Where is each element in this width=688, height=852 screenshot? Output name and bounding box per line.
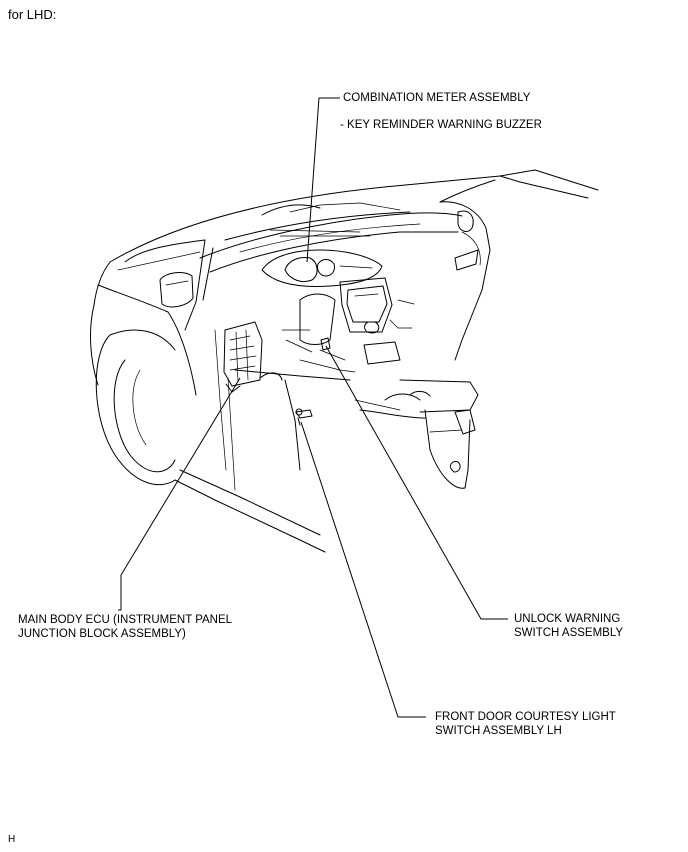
label-unlock-warning-line1: UNLOCK WARNING bbox=[514, 613, 621, 625]
label-door-courtesy-line2: SWITCH ASSEMBLY LH bbox=[435, 725, 562, 737]
label-key-reminder-buzzer: - KEY REMINDER WARNING BUZZER bbox=[340, 119, 542, 131]
label-unlock-warning-line2: SWITCH ASSEMBLY bbox=[514, 627, 624, 639]
label-combination-meter: COMBINATION METER ASSEMBLY bbox=[343, 92, 531, 104]
figure-code: H bbox=[8, 834, 16, 845]
label-door-courtesy-line1: FRONT DOOR COURTESY LIGHT bbox=[435, 711, 616, 723]
diagram-heading: for LHD: bbox=[8, 7, 57, 22]
label-main-body-ecu-line2: JUNCTION BLOCK ASSEMBLY) bbox=[18, 628, 186, 640]
label-main-body-ecu-line1: MAIN BODY ECU (INSTRUMENT PANEL bbox=[18, 614, 233, 626]
